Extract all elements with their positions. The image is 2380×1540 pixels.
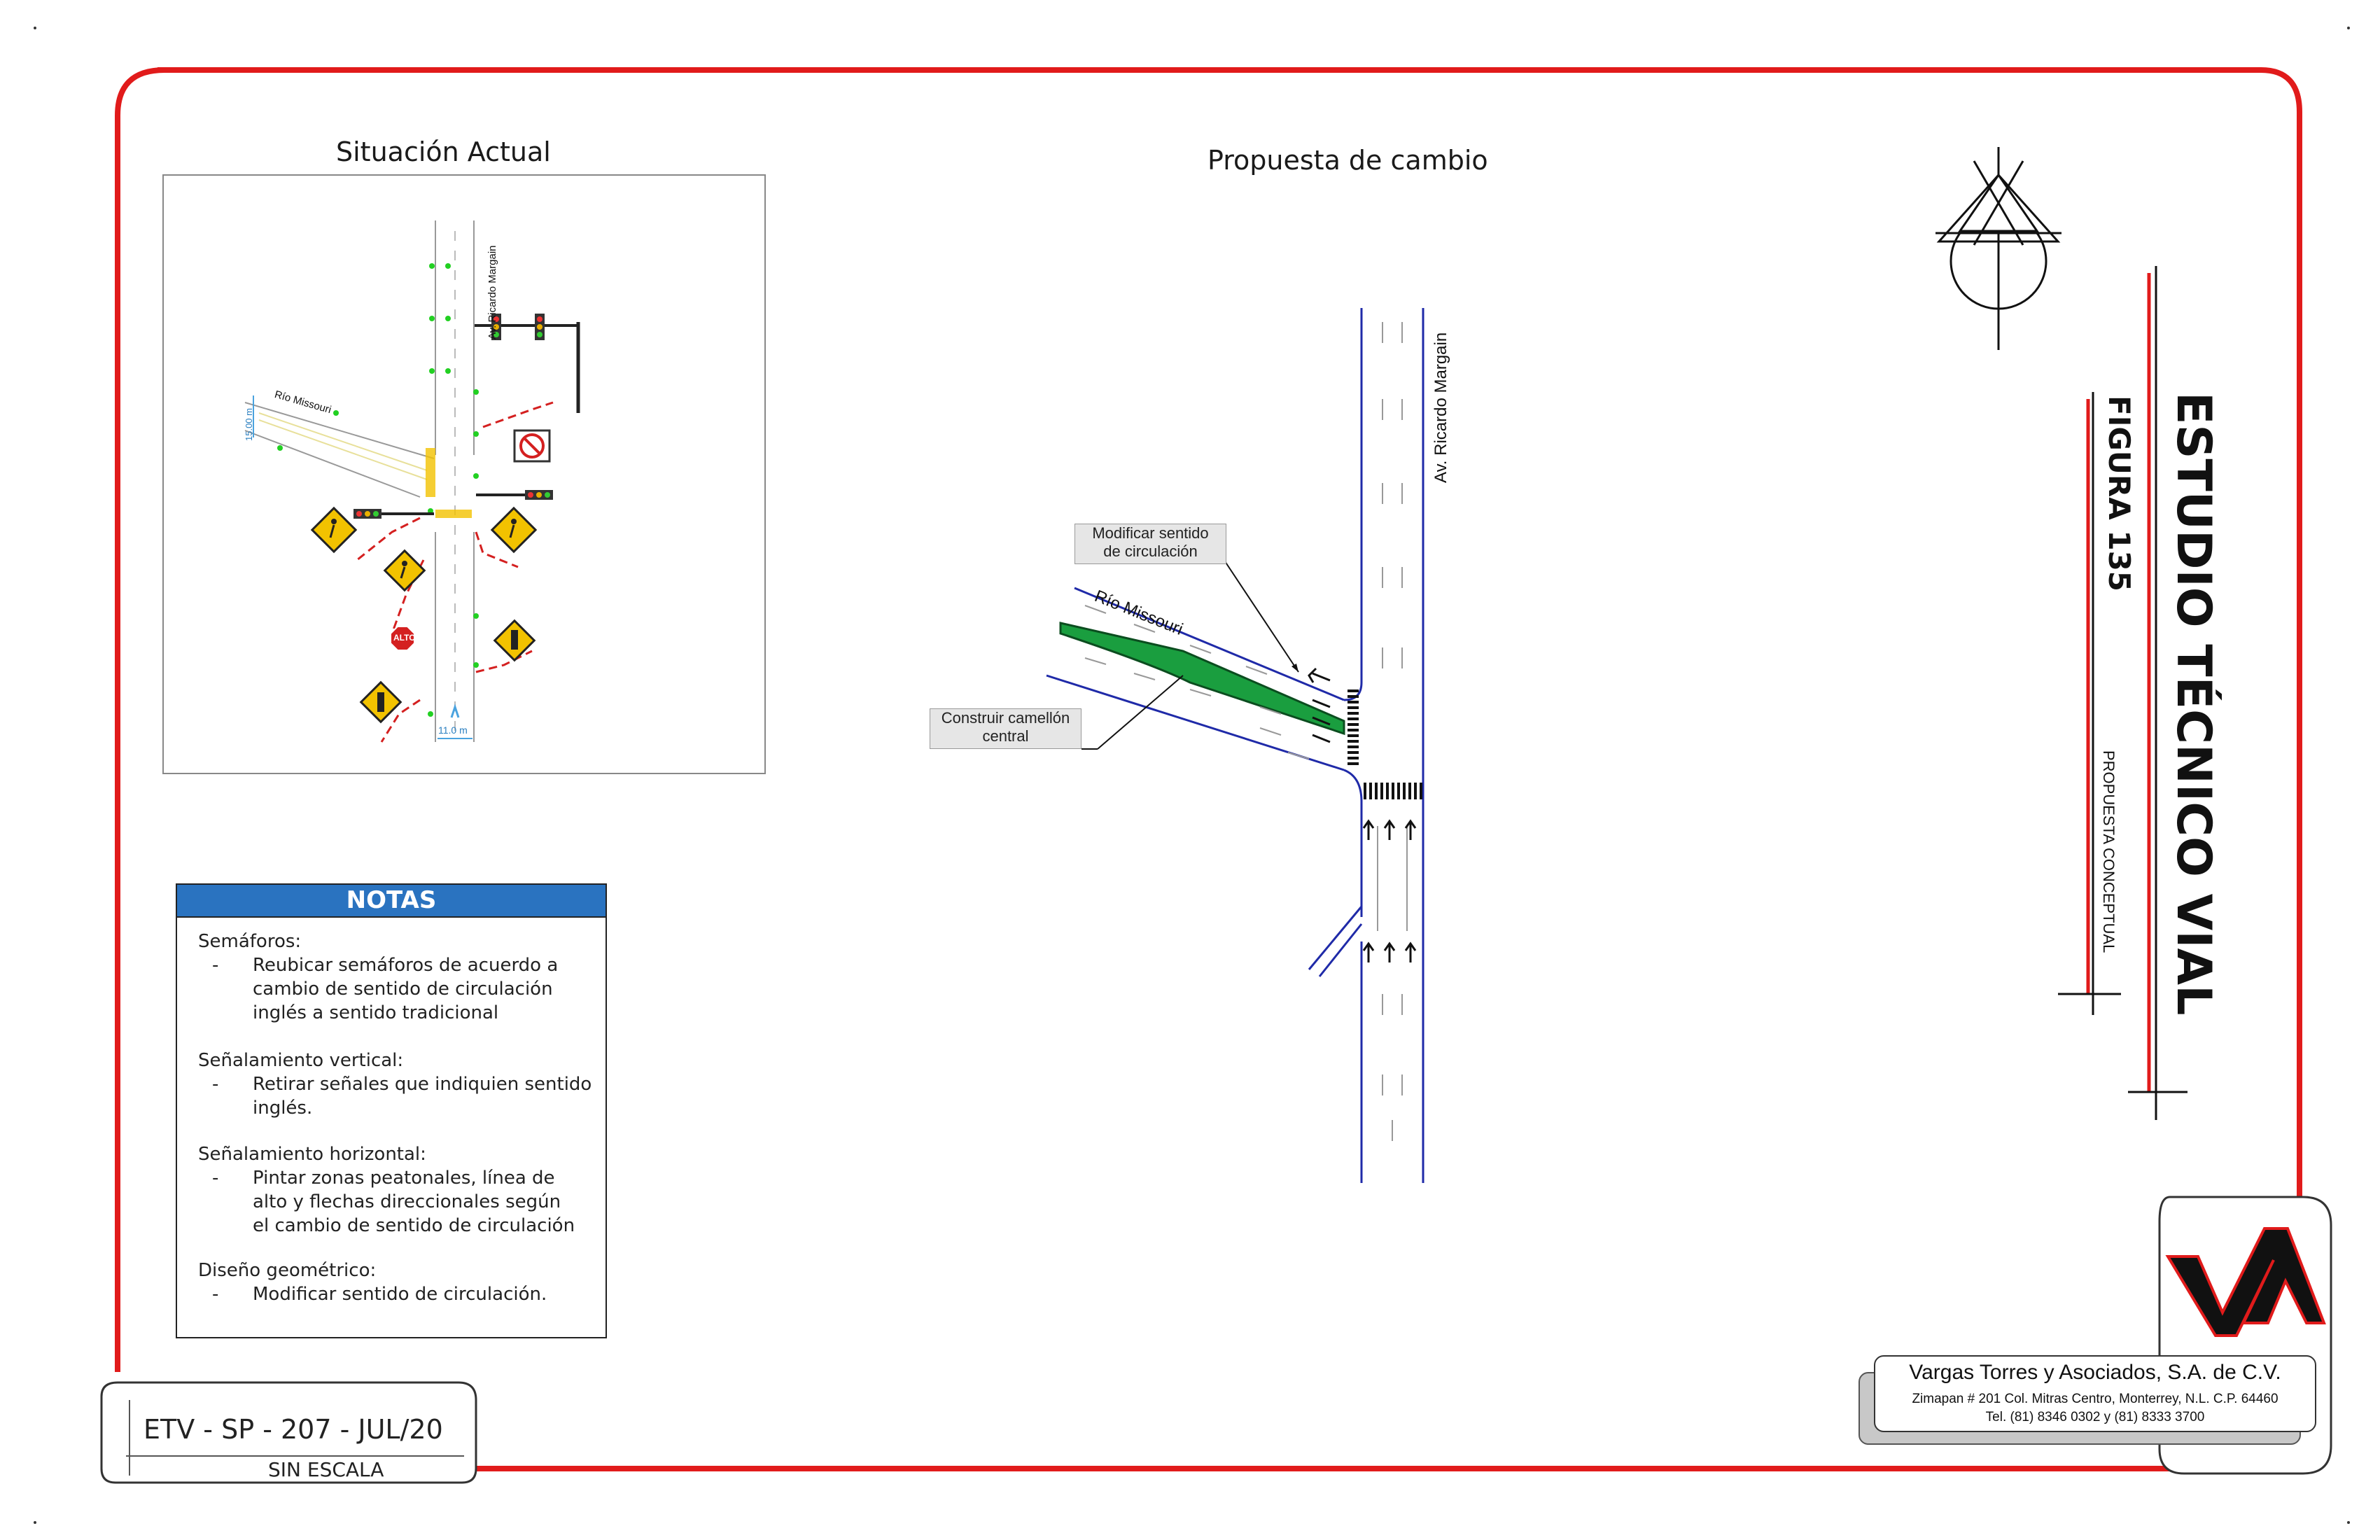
notes-section-geometry: Diseño geométrico: Modificar sentido de … [198,1259,547,1306]
stop-sign-icon [390,626,415,651]
pedestrian-sign-icon [490,506,538,554]
notes-item-cont: el cambio de sentido de circulación [253,1215,575,1236]
sheet-border [115,67,2302,1471]
notes-section-title: Diseño geométrico: [198,1260,377,1281]
notes-section-title: Señalamiento horizontal: [198,1144,426,1165]
notes-item: Modificar sentido de circulación. [198,1282,547,1306]
notes-item-cont: cambio de sentido de circulación [253,979,553,1000]
notes-section-title: Semáforos: [198,931,302,952]
proposal-title: Propuesta de cambio [1208,145,1488,176]
callout-modify-line-1: Modificar sentido [1092,524,1209,542]
notes-box: NOTAS Semáforos: Reubicar semáforos de a… [176,883,607,1338]
company-card: Vargas Torres y Asociados, S.A. de C.V. … [1874,1355,2316,1432]
current-street-vertical-label: Av. Ricardo Margain [486,245,498,340]
notes-item-cont: inglés. [253,1098,313,1119]
notes-item: Reubicar semáforos de acuerdo a [198,953,558,977]
current-situation-title: Situación Actual [336,136,551,167]
callout-median-line-2: central [982,727,1029,745]
pedestrian-sign-icon [493,619,536,662]
callout-build-median: Construir camellón central [930,708,1082,749]
north-arrow-icon [1935,147,2062,350]
pedestrian-sign-icon [359,680,402,724]
current-situation-frame [162,174,766,774]
study-title: ESTUDIO TÉCNICO VIAL [2166,392,2221,1016]
notes-item-cont: inglés a sentido tradicional [253,1002,499,1023]
company-name: Vargas Torres y Asociados, S.A. de C.V. [1909,1361,2281,1384]
callout-median-line-1: Construir camellón [941,709,1070,727]
notes-item: Retirar señales que indiquien sentido [198,1072,592,1096]
callout-modify-direction: Modificar sentido de circulación [1074,524,1226,564]
notes-section-vertical: Señalamiento vertical: Retirar señales q… [198,1049,592,1120]
notes-item: Pintar zonas peatonales, línea de [198,1166,575,1190]
callout-modify-line-2: de circulación [1103,542,1198,560]
drawing-code: ETV - SP - 207 - JUL/20 [144,1414,443,1445]
current-dim-left-label: 15.00 m [244,408,254,441]
notes-section-horizontal: Señalamiento horizontal: Pintar zonas pe… [198,1142,575,1238]
current-dim-bottom-label: 11.0 m [438,724,468,736]
direction-arrows [1308,667,1417,962]
company-address: Zimapan # 201 Col. Mitras Centro, Monter… [1912,1392,2278,1406]
signal-markers [277,263,479,717]
no-turn-sign-icon [513,429,551,463]
crosswalk-markings [1348,690,1422,799]
company-phone: Tel. (81) 8346 0302 y (81) 8333 3700 [1985,1410,2205,1424]
notes-section-signals: Semáforos: Reubicar semáforos de acuerdo… [198,930,558,1025]
traffic-light-icon [354,509,434,519]
pedestrian-sign-icon [383,549,426,592]
traffic-light-icon [476,490,553,500]
notes-section-title: Señalamiento vertical: [198,1050,404,1071]
title-subtitle: PROPUESTA CONCEPTUAL [2100,750,2118,953]
proposal-plan [1046,308,1424,1183]
company-logo-icon [2165,1227,2326,1337]
stop-sign-label: ALTO [393,633,416,643]
pedestrian-sign-icon [310,506,358,554]
current-situation-plan [244,220,580,743]
drawing-scale: SIN ESCALA [268,1458,384,1481]
proposal-street-vertical-label: Av. Ricardo Margain [1432,332,1450,483]
notes-header: NOTAS [177,885,606,918]
notes-item-cont: alto y flechas direccionales según [253,1191,561,1212]
traffic-light-icon [491,314,545,340]
figure-number: FIGURA 135 [2102,396,2136,592]
median-island [1059,622,1345,736]
